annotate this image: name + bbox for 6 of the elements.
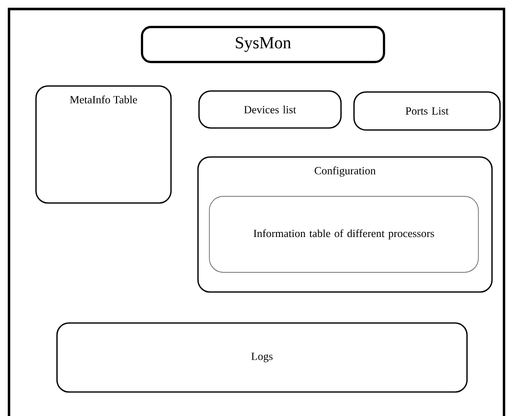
panel-box: MetaInfo Table xyxy=(35,85,172,204)
panel-box: Devices list xyxy=(198,90,342,129)
panel-box: Ports List xyxy=(353,91,501,131)
title-box: SysMon xyxy=(140,26,386,64)
panel-box: Information table of different processors xyxy=(209,196,479,273)
panel-box: Logs xyxy=(56,322,468,393)
